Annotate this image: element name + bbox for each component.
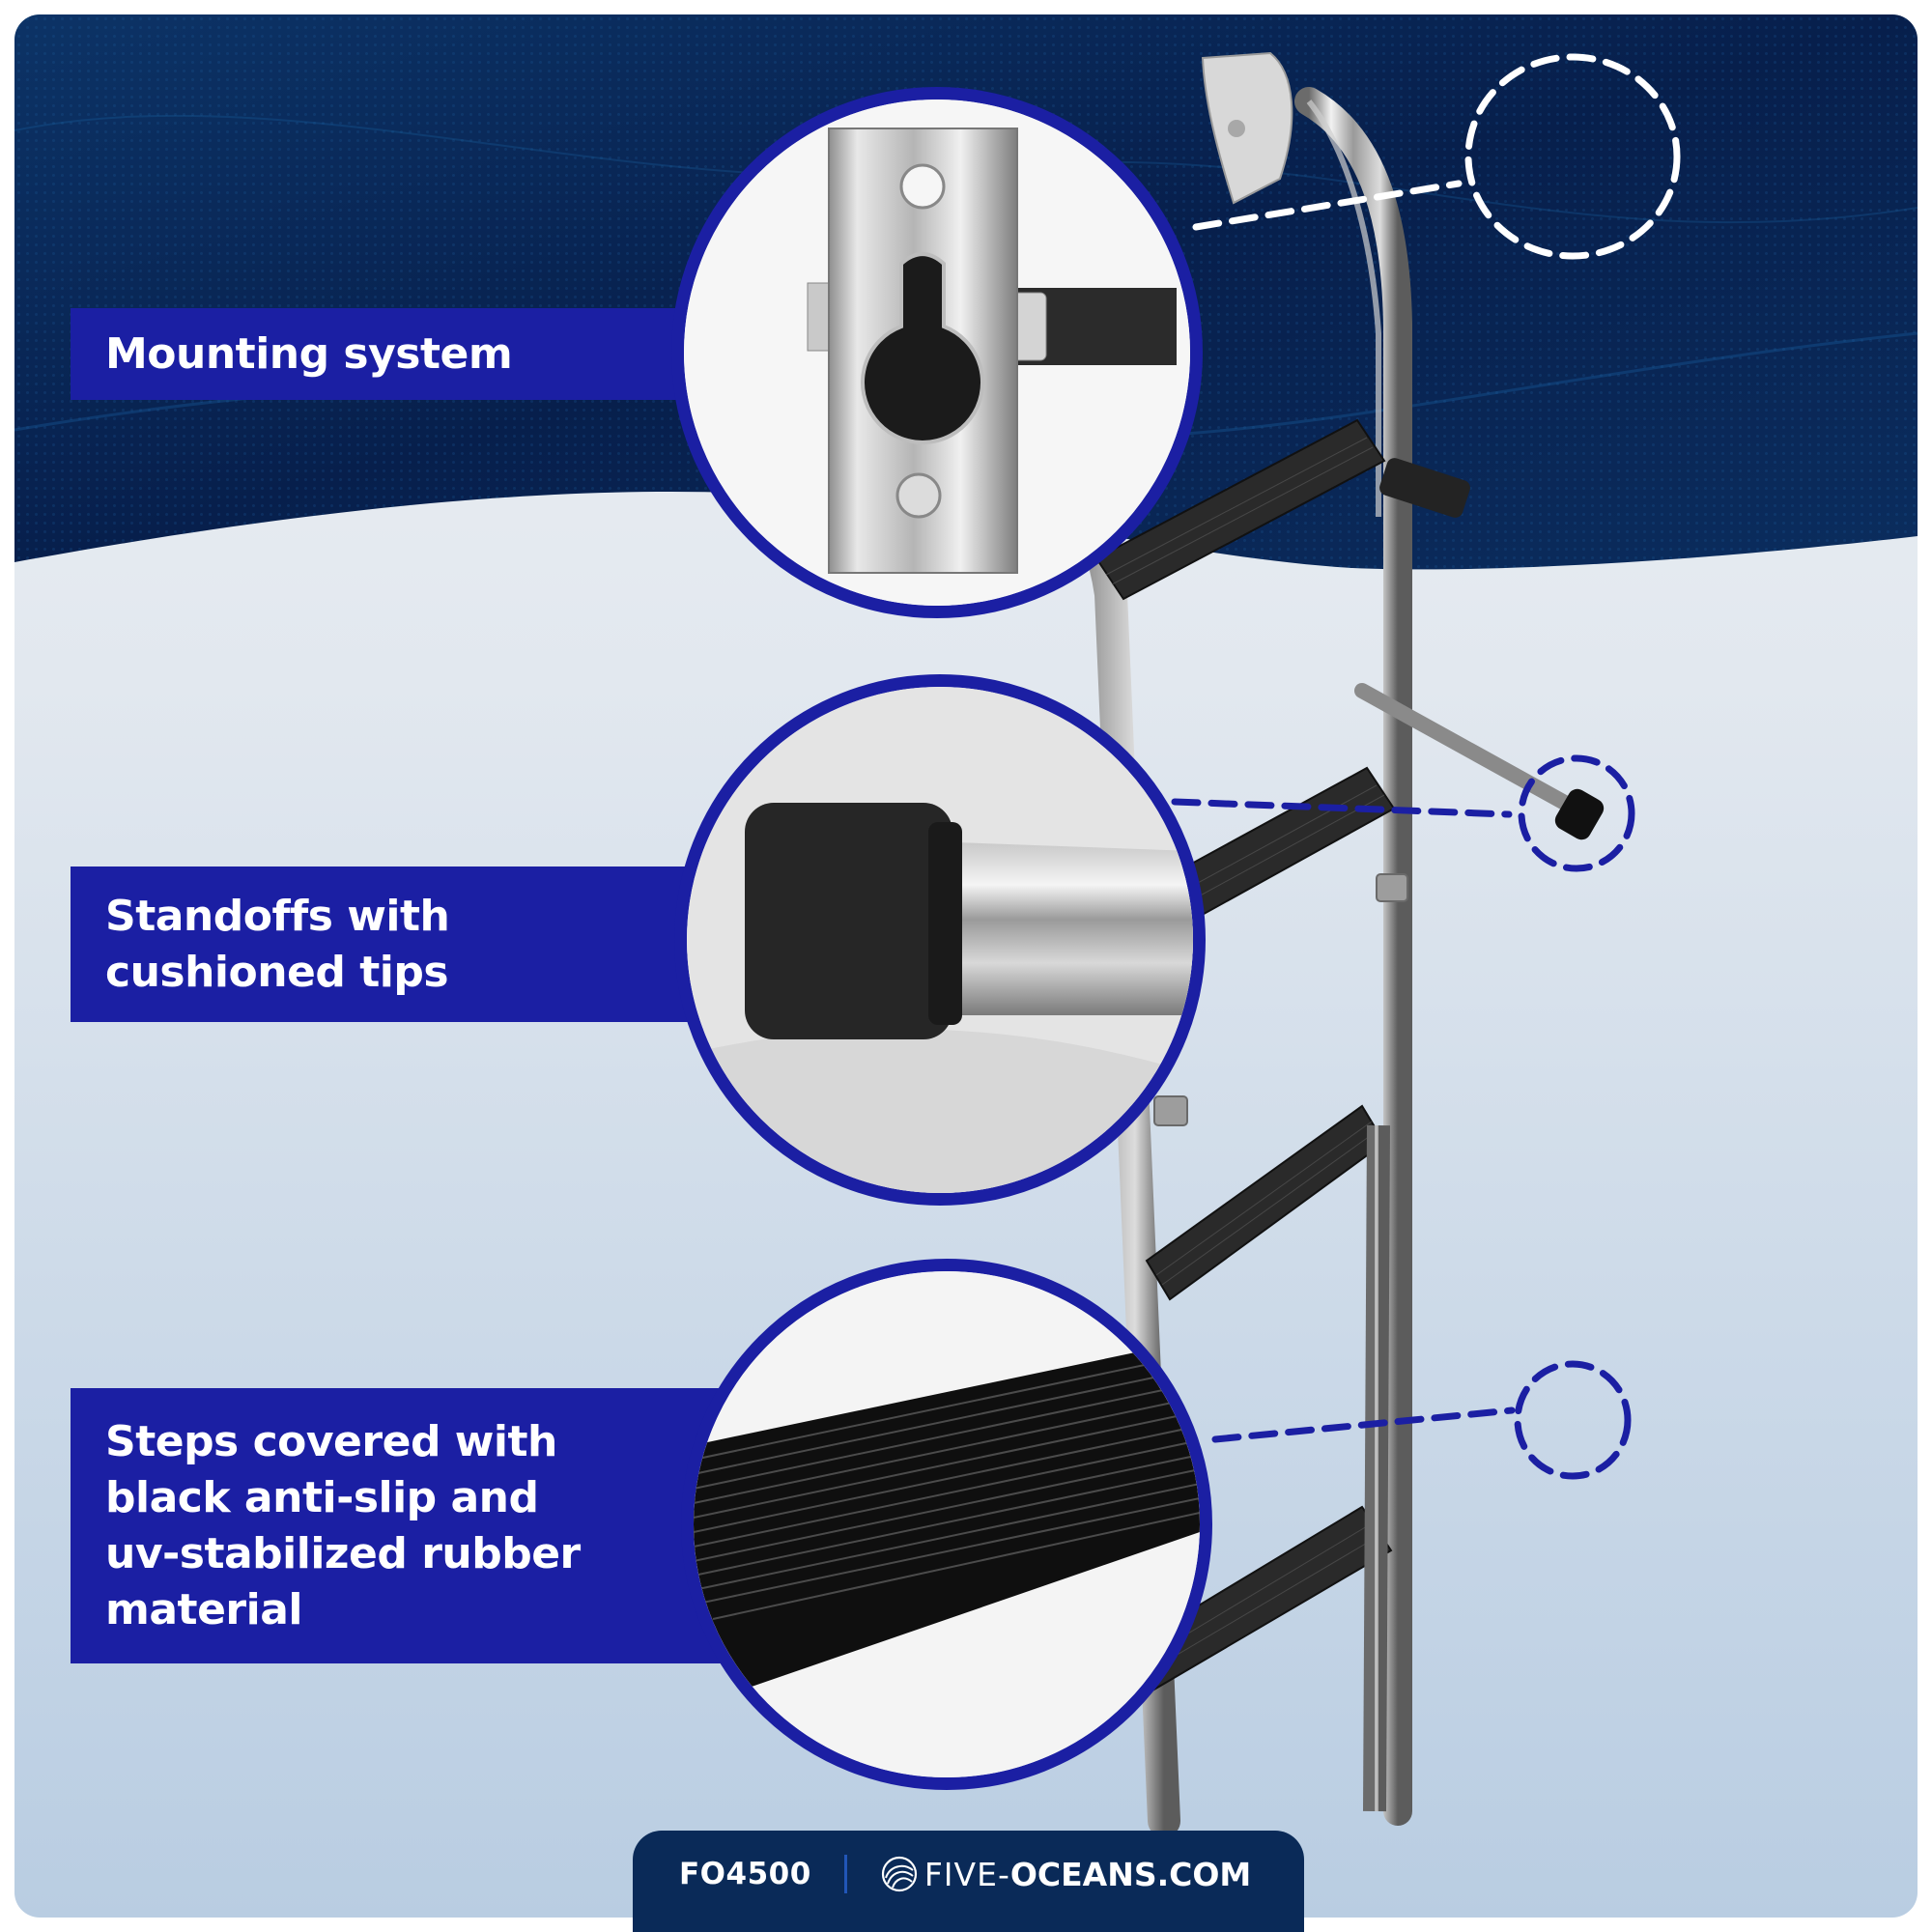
feature-label-mounting: Mounting system	[71, 308, 689, 400]
detail-circle-step	[681, 1259, 1212, 1790]
feature-label-line: Steps covered with	[105, 1416, 557, 1466]
product-sku: FO4500	[679, 1857, 811, 1891]
feature-label-steps: Steps covered with black anti-slip and u…	[71, 1388, 727, 1663]
feature-label-standoffs: Standoffs with cushioned tips	[71, 867, 698, 1022]
feature-label-line: material	[105, 1584, 302, 1634]
brand-link[interactable]: FIVE-OCEANS.COM	[880, 1855, 1251, 1893]
detail-circle-mounting	[671, 87, 1203, 618]
brand-name-light: FIVE-	[923, 1855, 1010, 1893]
shell-wave-logo-icon	[881, 1856, 917, 1892]
rubber-step-photo	[694, 1271, 1200, 1777]
feature-label-line: Standoffs with	[105, 891, 450, 941]
footer-divider	[843, 1855, 847, 1893]
detail-circle-standoff	[674, 674, 1206, 1206]
standoff-tip-photo	[687, 687, 1193, 1193]
footer-badge: FO4500 FIVE-OCEANS.COM	[633, 1831, 1304, 1932]
brand-name-bold: OCEANS.COM	[1009, 1855, 1252, 1893]
feature-label-line: uv-stabilized rubber	[105, 1528, 581, 1578]
feature-label-line: black anti-slip and	[105, 1472, 539, 1522]
mounting-bracket-photo	[684, 99, 1190, 606]
feature-label-line: cushioned tips	[105, 947, 449, 997]
feature-label-line: Mounting system	[105, 328, 513, 379]
